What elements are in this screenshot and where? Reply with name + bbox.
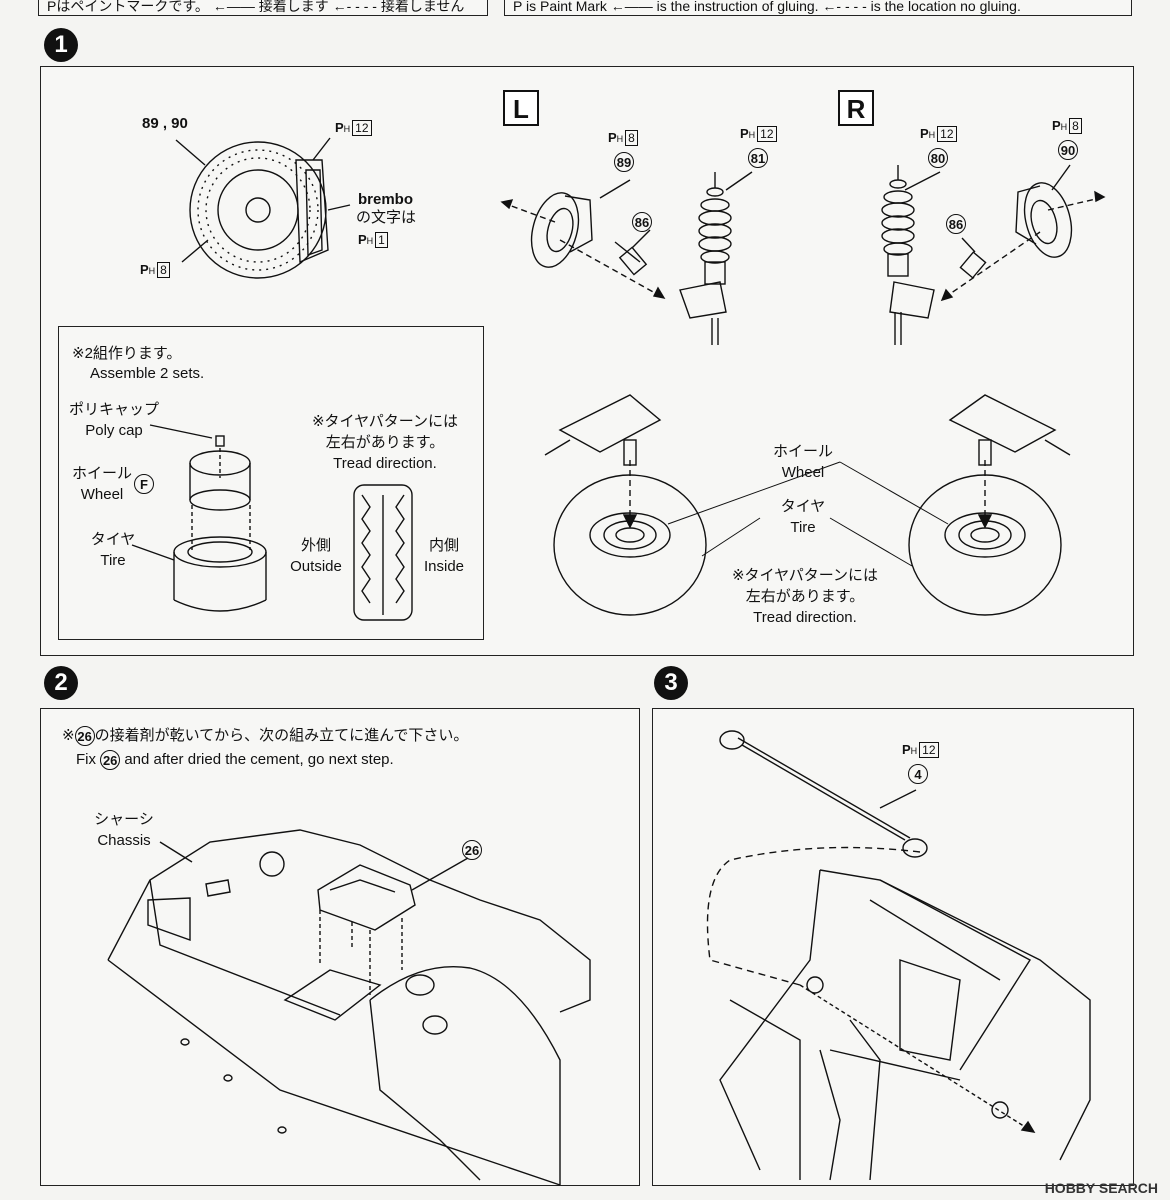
left-shock-illustration — [679, 172, 732, 345]
brembo-label: brembo — [358, 191, 414, 208]
right-hub-illustration — [959, 182, 1073, 279]
assembly-tread-jp1: ※タイヤパターンには — [731, 567, 879, 584]
legend-jp: Pはペイントマークです。 ←—— 接着します ←- - - - 接着しません — [38, 0, 488, 16]
left-hub-illustration — [530, 192, 648, 276]
part-89: 89 — [614, 152, 634, 173]
left-tag: L — [503, 90, 539, 126]
wheel-en: Wheel — [80, 486, 124, 503]
assembly-tire-jp: タイヤ — [780, 498, 826, 515]
part-4: 4 — [908, 764, 928, 785]
legend-en: P is Paint Mark ←—— is the instruction o… — [504, 0, 1132, 16]
assembly-note-box — [58, 326, 484, 640]
right-wheel-assembly-illustration — [908, 394, 1071, 616]
part-26: 26 — [462, 840, 482, 861]
step-2-note-en: Fix 26 and after dried the cement, go ne… — [76, 750, 394, 771]
part-86-left: 86 — [632, 212, 652, 233]
outside-en: Outside — [290, 558, 342, 575]
note-assemble-jp: ※2組作ります。 — [72, 345, 182, 362]
polycap-jp: ポリキャップ — [68, 401, 159, 418]
right-arrows — [904, 164, 1106, 302]
wheel-tire-note-illustration — [131, 424, 267, 612]
assembly-wheel-en: Wheel — [781, 464, 825, 481]
tread-jp2: 左右があります。 — [325, 434, 445, 451]
suspension-chassis-illustration — [719, 869, 1091, 1181]
step-3-number: 3 — [654, 666, 688, 700]
assembly-tire-en: Tire — [790, 519, 816, 536]
chassis-jp: シャーシ — [94, 811, 154, 828]
wheel-part-f: F — [134, 474, 154, 495]
part-90: 90 — [1058, 140, 1078, 161]
assembly-wheel-jp: ホイール — [772, 443, 833, 460]
wheel-jp: ホイール — [71, 465, 132, 482]
left-arrows — [500, 171, 753, 299]
note-assemble-en: Assemble 2 sets. — [90, 365, 205, 382]
left-wheel-assembly-illustration — [544, 394, 707, 616]
part-81: 81 — [748, 148, 768, 169]
tread-jp1: ※タイヤパターンには — [311, 413, 459, 430]
inside-en: Inside — [423, 558, 465, 575]
disc-part-number: 89 , 90 — [142, 115, 188, 132]
chassis-en: Chassis — [97, 832, 151, 849]
step-1-panel — [40, 66, 1134, 656]
right-shock-illustration — [881, 165, 935, 345]
tread-pattern-illustration — [353, 484, 413, 621]
brake-disc-illustration — [175, 137, 351, 279]
chassis-illustration — [107, 829, 591, 1186]
tire-en: Tire — [100, 552, 126, 569]
part-86-right: 86 — [946, 214, 966, 235]
part-80: 80 — [928, 148, 948, 169]
assembly-tread-jp2: 左右があります。 — [745, 588, 865, 605]
tie-rod-illustration — [706, 730, 928, 986]
brembo-jp: の文字は — [356, 209, 417, 226]
step-2-number: 2 — [44, 666, 78, 700]
inside-jp: 内側 — [428, 537, 459, 554]
step-2-panel — [40, 708, 640, 1186]
assembly-leader-lines — [667, 461, 949, 567]
watermark: HOBBY SEARCH — [1044, 1180, 1158, 1196]
assembly-tread-en: Tread direction. — [753, 609, 857, 626]
tread-en: Tread direction. — [333, 455, 437, 472]
right-tag: R — [838, 90, 874, 126]
outside-jp: 外側 — [300, 537, 331, 554]
polycap-en: Poly cap — [85, 422, 143, 439]
step-1-number: 1 — [44, 28, 78, 62]
tire-jp: タイヤ — [90, 531, 136, 548]
